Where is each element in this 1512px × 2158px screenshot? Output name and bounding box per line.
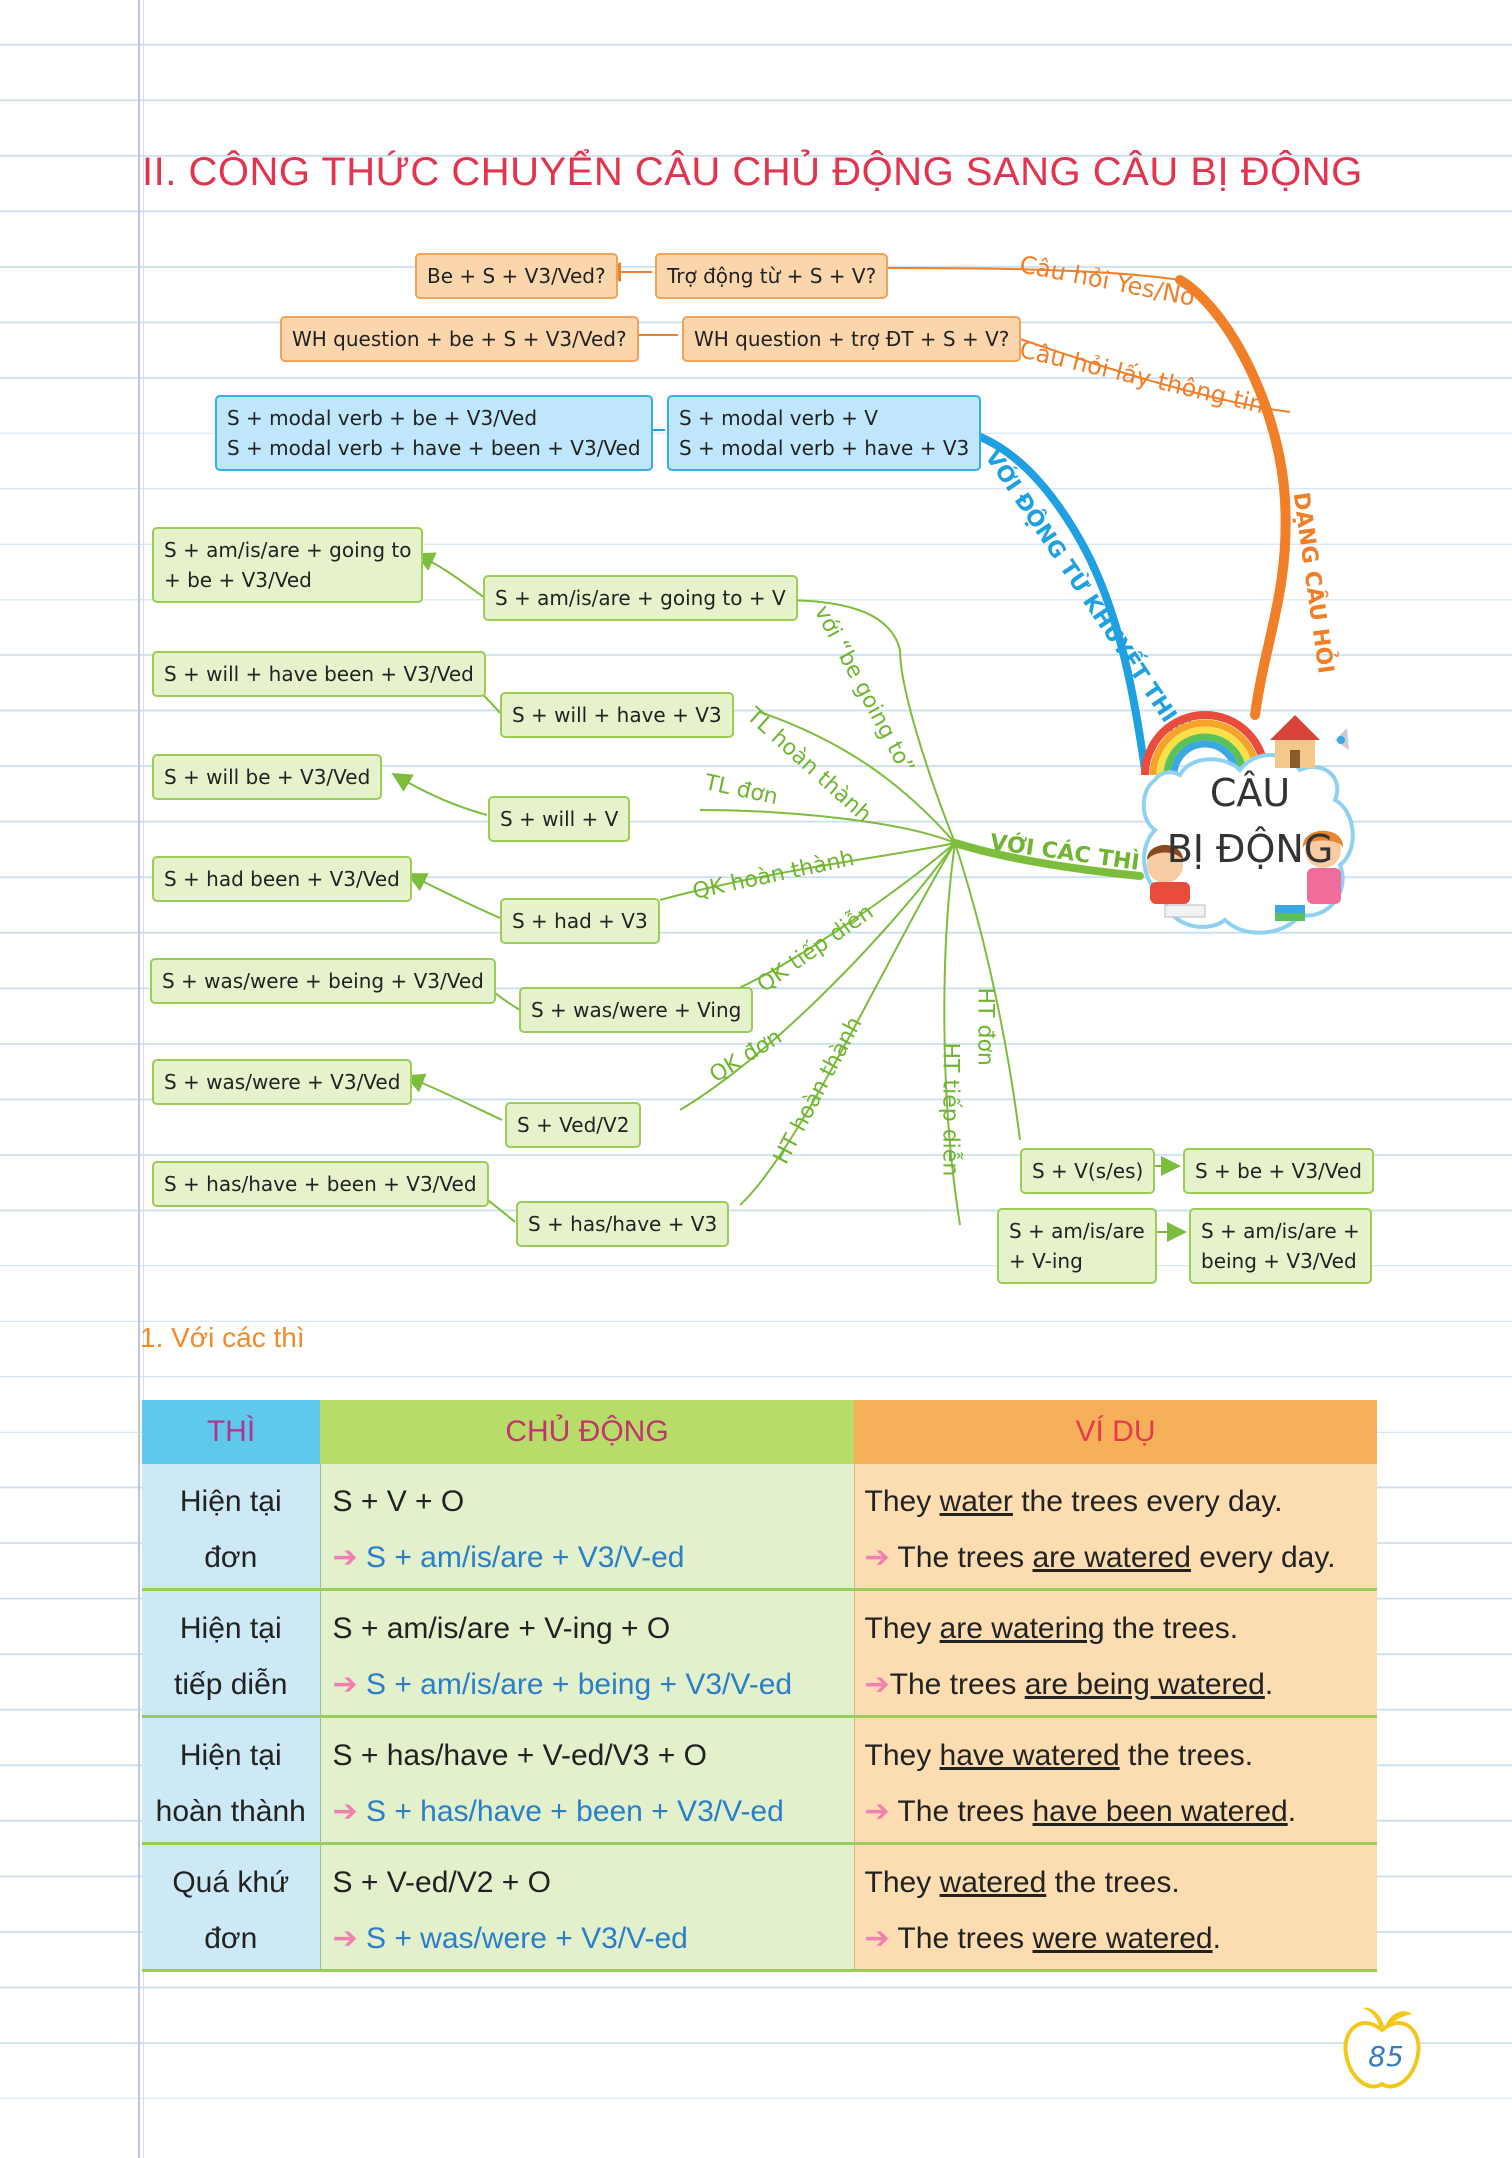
formula-cell: S + am/is/are + V-ing + O ➔ S + am/is/ar… [320,1589,855,1718]
rainbow-icon [1141,711,1269,776]
page-title: II. CÔNG THỨC CHUYỂN CÂU CHỦ ĐỘNG SANG C… [142,150,1363,194]
rocket-icon [1335,728,1349,750]
apple-icon [1343,2007,1421,2089]
box-present-simple-active: S + V(s/es) [1020,1148,1156,1194]
branch-line-yes-no [879,267,1181,281]
box-modal-passive: S + modal verb + be + V3/Ved S + modal v… [215,395,653,471]
box-present-perfect-passive: S + has/have + been + V3/Ved [152,1161,489,1207]
mindmap-connectors [391,262,1291,1242]
example-cell: They are watering the trees. ➔The trees … [854,1589,1377,1718]
branch-line-tenses [951,839,1144,880]
margin-line-secondary [143,0,144,2158]
box-present-continuous-active: S + am/is/are + V-ing [997,1208,1157,1284]
formula-cell: S + has/have + V-ed/V3 + O ➔ S + has/hav… [320,1716,855,1845]
box-present-perfect-active: S + has/have + V3 [516,1201,730,1247]
header-tense: THÌ [142,1400,320,1464]
box-yes-no-active: Trợ động từ + S + V? [655,253,889,299]
box-wh-active: WH question + trợ ĐT + S + V? [682,316,1022,362]
branch-line-question [1175,275,1291,720]
box-future-simple-passive: S + will be + V3/Ved [152,754,383,800]
formula-cell: S + V + O ➔ S + am/is/are + V3/V-ed [320,1464,855,1591]
header-example: VÍ DỤ [854,1400,1377,1464]
house-icon [1270,715,1320,768]
box-past-continuous-passive: S + was/were + being + V3/Ved [150,958,496,1004]
box-future-perfect-active: S + will + have + V3 [500,692,734,738]
box-wh-passive: WH question + be + S + V3/Ved? [280,316,639,362]
box-past-perfect-passive: S + had been + V3/Ved [152,856,412,902]
center-node-label: CÂU BỊ ĐỘNG [1166,771,1334,871]
section-heading: 1. Với các thì [140,1322,305,1353]
margin-line [138,0,140,2158]
example-cell: They watered the trees. ➔ The trees were… [854,1843,1377,1972]
formula-cell: S + V-ed/V2 + O ➔ S + was/were + V3/V-ed [320,1843,855,1972]
branch-line-modal [956,426,1149,774]
branch-label-present-continuous: HT tiếp diễn [937,1042,963,1177]
box-present-continuous-passive: S + am/is/are + being + V3/Ved [1189,1208,1372,1284]
box-modal-active: S + modal verb + V S + modal verb + have… [667,395,982,471]
box-future-simple-active: S + will + V [488,796,631,842]
box-yes-no-passive: Be + S + V3/Ved? [415,253,618,299]
center-node-illustration [1141,711,1355,935]
branch-line-wh [999,331,1291,413]
page-number: 85 [1368,2040,1404,2073]
cloud-icon [1141,753,1355,935]
girl-reading-icon [1275,830,1344,921]
example-cell: They water the trees every day. ➔ The tr… [854,1464,1377,1591]
box-past-simple-active: S + Ved/V2 [505,1102,642,1148]
box-be-going-to-active: S + am/is/are + going to + V [483,575,798,621]
box-be-going-to-passive: S + am/is/are + going to + be + V3/Ved [152,527,424,603]
box-past-simple-passive: S + was/were + V3/Ved [152,1059,413,1105]
boy-reading-icon [1147,845,1206,918]
example-cell: They have watered the trees. ➔ The trees… [854,1716,1377,1845]
box-past-continuous-active: S + was/were + Ving [519,987,754,1033]
box-present-simple-passive: S + be + V3/Ved [1183,1148,1374,1194]
branch-label-present-simple: HT đơn [972,987,998,1066]
box-future-perfect-passive: S + will + have been + V3/Ved [152,651,486,697]
header-active: CHỦ ĐỘNG [320,1400,854,1464]
box-past-perfect-active: S + had + V3 [500,898,660,944]
